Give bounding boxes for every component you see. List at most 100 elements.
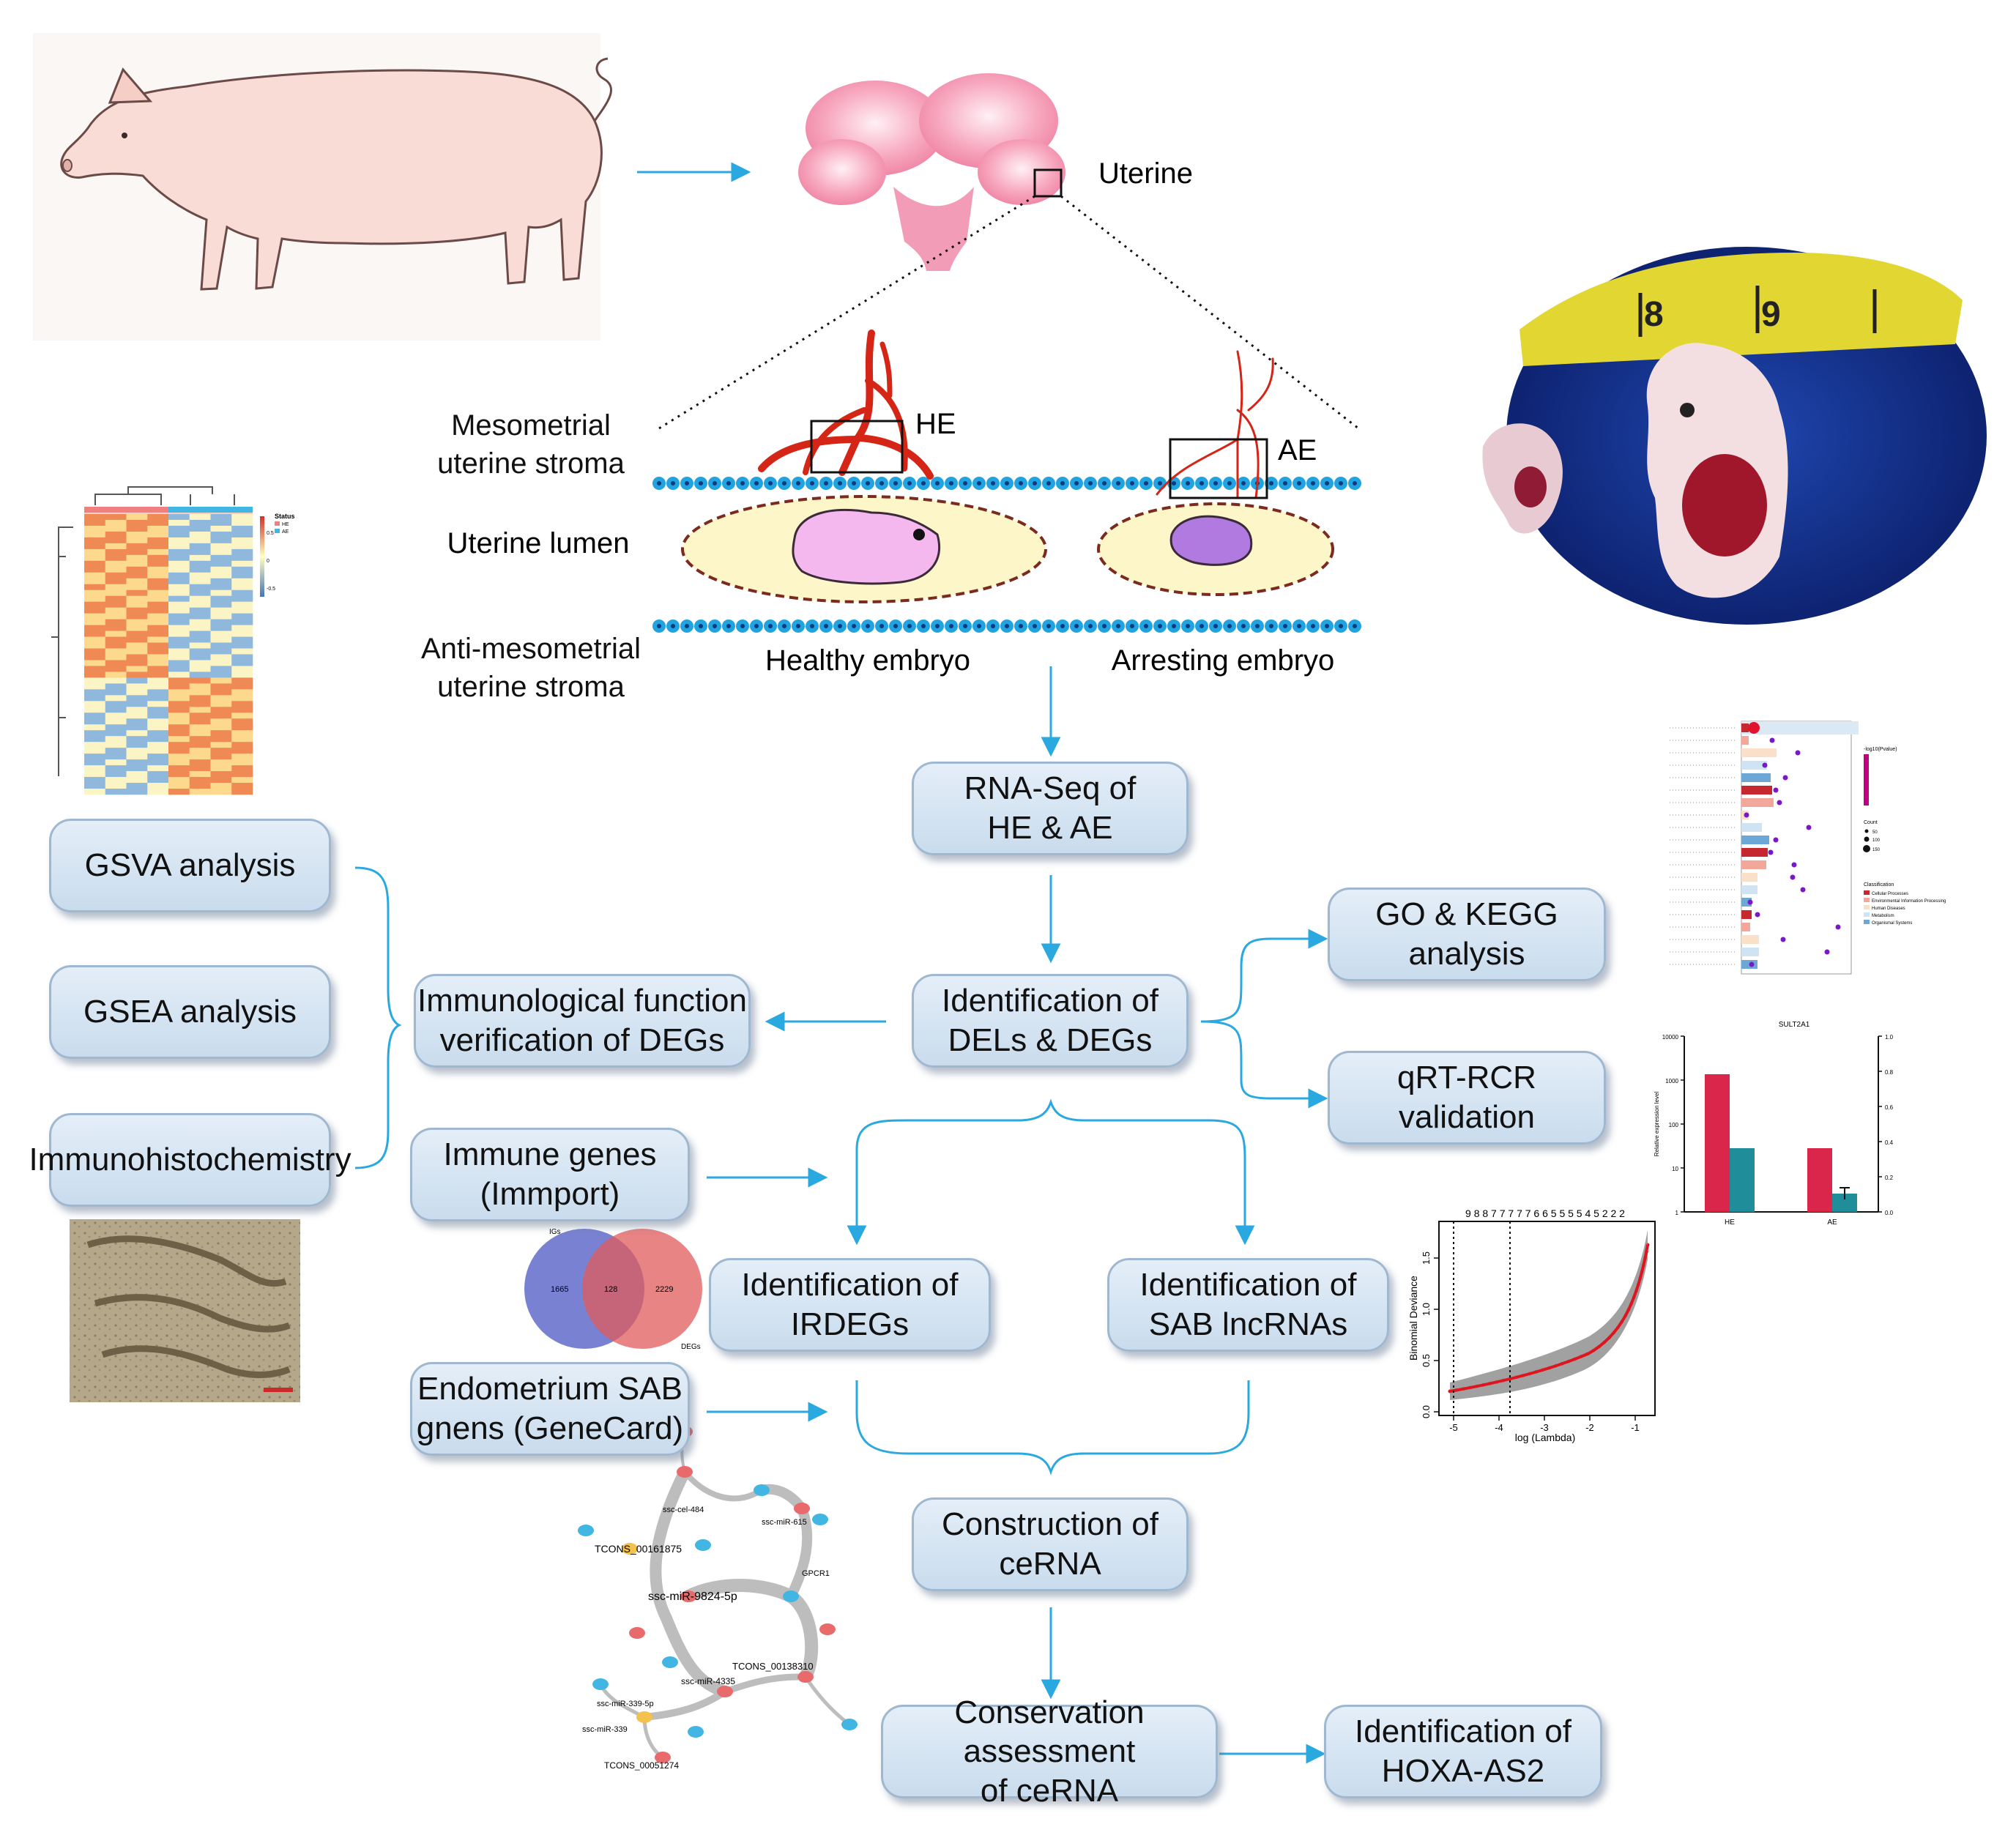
heatmap-cell <box>168 718 190 725</box>
heatmap-cell <box>210 566 232 573</box>
heatmap-cell <box>84 707 106 713</box>
heatmap-cell <box>231 695 253 702</box>
uterus-illustration <box>798 73 1065 271</box>
heatmap-cell <box>126 578 148 585</box>
heatmap-cell <box>168 601 190 608</box>
heatmap-cell <box>105 519 127 526</box>
heatmap-cell <box>231 525 253 532</box>
heatmap-cell <box>147 548 169 556</box>
qpcr-bar-he-red <box>1705 1074 1730 1212</box>
heatmap-cell <box>126 730 148 737</box>
heatmap-cell <box>84 771 106 778</box>
heatmap-cell <box>147 572 169 579</box>
heatmap-cell <box>147 554 169 562</box>
kegg-count-3: 150 <box>1872 848 1881 852</box>
heatmap-cell <box>231 742 253 748</box>
heatmap-cell <box>84 748 106 754</box>
heatmap-cell <box>189 754 211 760</box>
heatmap-cell <box>189 601 211 608</box>
gsea-box: GSEA analysis <box>49 965 331 1059</box>
heatmap-thumbnail: Status HE AE 0.5 0 -0.5 <box>51 486 295 795</box>
heatmap-cell <box>126 531 148 538</box>
blood-vessels-ae <box>1156 350 1274 499</box>
network-node <box>754 1484 770 1496</box>
heatmap-cell <box>147 730 169 737</box>
uterine-label: Uterine <box>1098 157 1193 190</box>
heatmap-cell <box>189 548 211 556</box>
kegg-bar <box>1741 910 1752 919</box>
heatmap-cell <box>189 514 211 521</box>
heatmap-cell <box>105 677 127 684</box>
kegg-dot <box>1782 775 1788 781</box>
heatmap-cell <box>105 589 127 597</box>
heatmap-cell <box>231 712 253 719</box>
lasso-xtick: -4 <box>1495 1422 1503 1433</box>
heatmap-cell <box>105 736 127 743</box>
network-node <box>680 1590 696 1602</box>
heatmap-cell <box>84 718 106 725</box>
heatmap-cell <box>147 560 169 568</box>
heatmap-cell <box>147 537 169 544</box>
heatmap-cell <box>105 537 127 544</box>
heatmap-cell <box>231 771 253 778</box>
heatmap-cell <box>126 695 148 702</box>
healthy-embryo-label: Healthy embryo <box>765 644 970 677</box>
kegg-class-3: Human Diseases <box>1872 907 1905 911</box>
heatmap-cell <box>126 566 148 573</box>
heatmap-cell <box>105 654 127 661</box>
heatmap-cell <box>105 695 127 702</box>
heatmap-cell <box>84 619 106 625</box>
kegg-bar <box>1741 723 1749 732</box>
heatmap-cell <box>84 683 106 690</box>
heatmap-cell <box>147 765 169 772</box>
heatmap-cell <box>168 531 190 538</box>
heatmap-cell <box>231 730 253 737</box>
heatmap-cell <box>126 514 148 521</box>
heatmap-cell <box>105 514 127 521</box>
heatmap-cell <box>126 771 148 778</box>
immune-genes-box: Immune genes (Immport) <box>410 1128 690 1221</box>
heatmap-cell <box>231 759 253 766</box>
heatmap-cell <box>210 630 232 637</box>
heatmap-cell <box>210 519 232 526</box>
heatmap-cell <box>189 589 211 597</box>
kegg-class-4: Metabolism <box>1872 914 1894 918</box>
kegg-bar <box>1741 923 1750 931</box>
heatmap-cell <box>189 718 211 725</box>
heatmap-cell <box>210 613 232 619</box>
pig-illustration <box>33 33 613 341</box>
heatmap-cell <box>126 736 148 743</box>
heatmap-cell <box>84 525 106 532</box>
heatmap-cell <box>189 759 211 766</box>
heatmap-cell <box>126 601 148 608</box>
heatmap-cell <box>84 730 106 737</box>
heatmap-cell <box>210 724 232 731</box>
heatmap-cell <box>168 543 190 550</box>
heatmap-cell <box>147 630 169 637</box>
heatmap-cell <box>168 514 190 521</box>
heatmap-cell <box>147 519 169 526</box>
heatmap-cell <box>189 789 211 795</box>
lasso-ylabel: Binomial Deviance <box>1407 1276 1419 1361</box>
venn-circle-degs <box>582 1229 702 1349</box>
heatmap-cell <box>105 554 127 562</box>
lasso-xtick: -1 <box>1631 1422 1640 1433</box>
heatmap-cell <box>168 648 190 655</box>
qpcr-x-he: HE <box>1725 1218 1735 1227</box>
kegg-bar <box>1741 935 1759 944</box>
heatmap-cell <box>147 677 169 684</box>
heatmap-cell <box>126 701 148 707</box>
heatmap-cell <box>105 666 127 672</box>
healthy-embryo <box>792 508 941 585</box>
heatmap-cell <box>147 742 169 748</box>
heatmap-cell <box>147 783 169 789</box>
heatmap-cell <box>168 724 190 731</box>
ihc-image <box>70 1219 300 1402</box>
heatmap-cell <box>189 584 211 591</box>
heatmap-cell <box>105 531 127 538</box>
heatmap-cell <box>210 730 232 737</box>
heatmap-cell <box>231 783 253 789</box>
heatmap-cell <box>210 619 232 625</box>
heatmap-cell <box>84 642 106 649</box>
heatmap-cell <box>126 572 148 579</box>
